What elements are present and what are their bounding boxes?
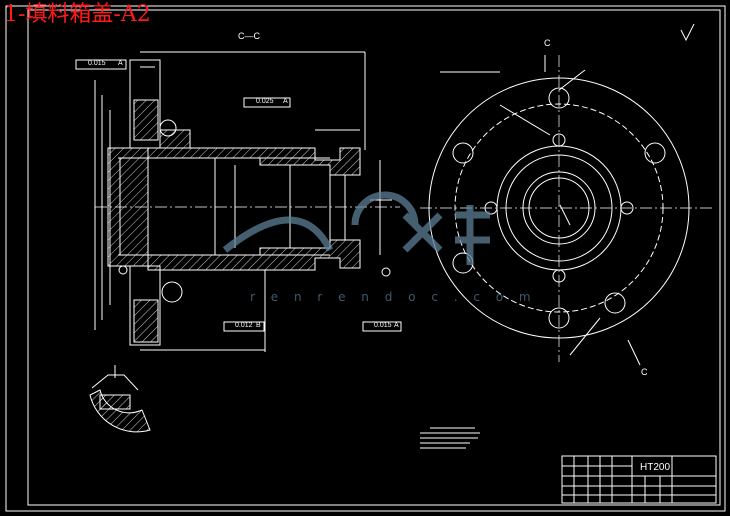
tolerance-datum-3: B	[256, 322, 261, 329]
tolerance-value-4: 0.015	[374, 322, 392, 329]
watermark-logo	[222, 191, 490, 265]
section-label: C—C	[238, 31, 260, 41]
title-block	[561, 455, 717, 504]
cut-marker-top: C	[544, 38, 551, 48]
tolerance-value-2: 0.015	[88, 60, 106, 67]
technical-notes	[420, 427, 480, 449]
watermark-text: r e n r e n d o c . c o m	[250, 290, 537, 304]
outer-frame	[5, 5, 726, 512]
datum-markers	[118, 265, 391, 277]
tolerance-datum-4: A	[394, 322, 399, 329]
cut-marker-bottom: C	[641, 367, 648, 377]
tolerance-value-3: 0.012	[235, 322, 253, 329]
detail-view	[89, 365, 151, 433]
drawing-title: 1-填料箱盖-A2	[4, 2, 151, 27]
section-view	[94, 51, 400, 352]
tolerance-value-1: 0.025	[256, 98, 274, 105]
inner-frame	[27, 9, 721, 506]
tolerance-datum-1: A	[283, 98, 288, 105]
tolerance-datum-2: A	[118, 60, 123, 67]
material-label: HT200	[640, 462, 671, 473]
roughness-symbol	[680, 23, 695, 42]
front-view	[420, 55, 712, 366]
tolerance-frames	[75, 59, 402, 332]
